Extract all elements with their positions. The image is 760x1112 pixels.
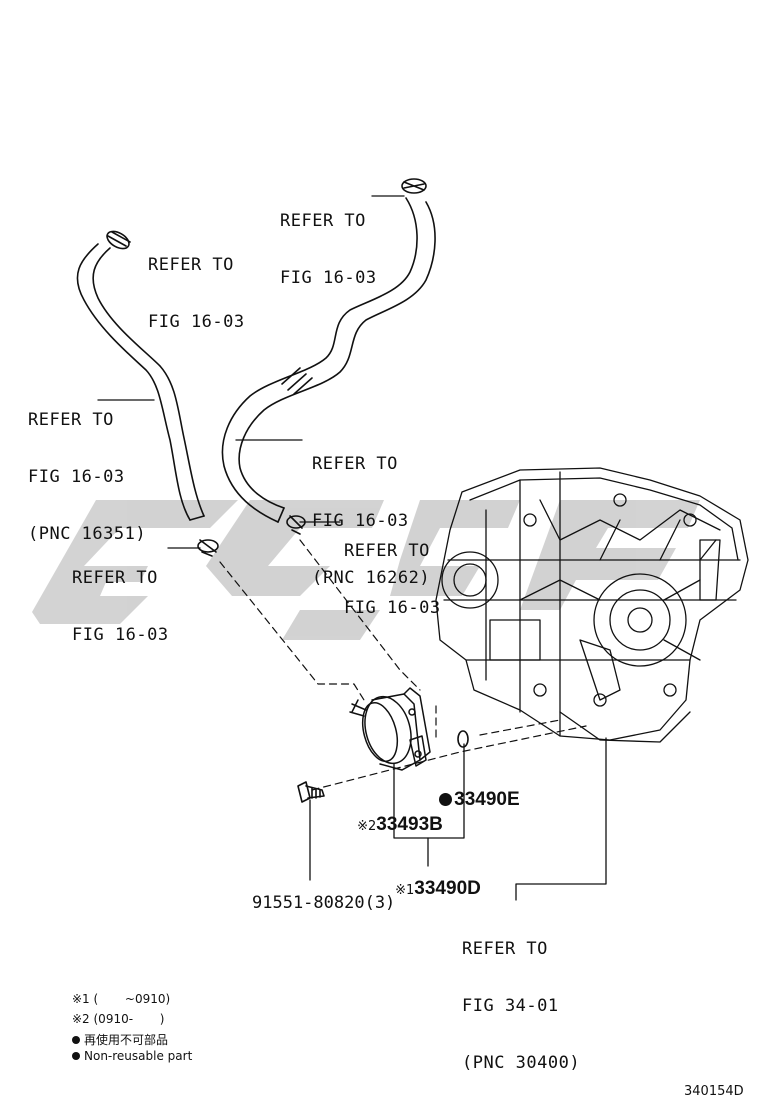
bullet-icon: [72, 1036, 80, 1044]
bullet-icon: [72, 1052, 80, 1060]
legend-text: Non-reusable part: [84, 1049, 193, 1063]
label-line: REFER TO: [28, 410, 114, 430]
label-line: (PNC 30400): [462, 1053, 581, 1073]
label-line: FIG 16-03: [148, 312, 245, 332]
legend-note-2: ※2 (0910- ): [72, 1012, 165, 1026]
label-line: REFER TO: [462, 939, 548, 959]
part-33490D[interactable]: ※133490D: [374, 856, 481, 922]
part-number-text: 33493B: [376, 814, 443, 835]
part-91551-80820[interactable]: 91551-80820(3): [252, 893, 396, 913]
label-line: REFER TO: [72, 568, 158, 588]
gasket: [457, 730, 469, 748]
legend-nonreusable-en: Non-reusable part: [72, 1049, 192, 1063]
routing-dashed-lines: [219, 539, 587, 791]
legend-nonreusable-jp: 再使用不可部品: [72, 1031, 168, 1048]
part-number-text: 33490D: [414, 878, 481, 899]
label-line: FIG 16-03: [344, 598, 441, 618]
label-refer-hose-16351: REFER TO FIG 16-03 (PNC 16351): [28, 373, 146, 582]
label-refer-clamp-left: REFER TO FIG 16-03: [72, 531, 169, 683]
label-line: FIG 16-03: [72, 625, 169, 645]
legend-text: 再使用不可部品: [84, 1033, 169, 1047]
label-refer-transaxle: REFER TO FIG 34-01 (PNC 30400): [462, 902, 580, 1111]
label-refer-top-right: REFER TO FIG 16-03: [280, 174, 377, 326]
hose-16351: [76, 230, 205, 521]
part-33490E[interactable]: 33490E: [418, 767, 520, 833]
label-line: REFER TO: [344, 541, 430, 561]
note-mark: ※2: [357, 819, 377, 834]
label-line: REFER TO: [280, 211, 366, 231]
part-33493B[interactable]: ※233493B: [336, 792, 443, 858]
label-line: FIG 16-03: [28, 467, 125, 487]
leader-lines: [97, 195, 607, 901]
legend-note-1: ※1 ( ~0910): [72, 992, 171, 1006]
oil-cooler: [349, 687, 431, 771]
transaxle: [435, 467, 749, 743]
label-line: FIG 16-03: [312, 511, 409, 531]
bolt: [297, 781, 325, 803]
note-mark: ※1: [395, 883, 415, 898]
label-line: REFER TO: [312, 454, 398, 474]
figure-id: 340154D: [684, 1084, 744, 1099]
label-refer-top-left: REFER TO FIG 16-03: [148, 218, 245, 370]
label-line: FIG 16-03: [280, 268, 377, 288]
hose-16262: [197, 178, 436, 557]
label-refer-hose-16262: REFER TO FIG 16-03 (PNC 16262): [312, 417, 430, 626]
label-line: FIG 34-01: [462, 996, 559, 1016]
label-refer-clamp-mid: REFER TO FIG 16-03: [344, 504, 441, 656]
label-line: (PNC 16262): [312, 568, 431, 588]
label-line: REFER TO: [148, 255, 234, 275]
label-line: (PNC 16351): [28, 524, 147, 544]
non-reusable-dot-icon: [439, 793, 453, 806]
part-number-text: 33490E: [454, 789, 520, 810]
